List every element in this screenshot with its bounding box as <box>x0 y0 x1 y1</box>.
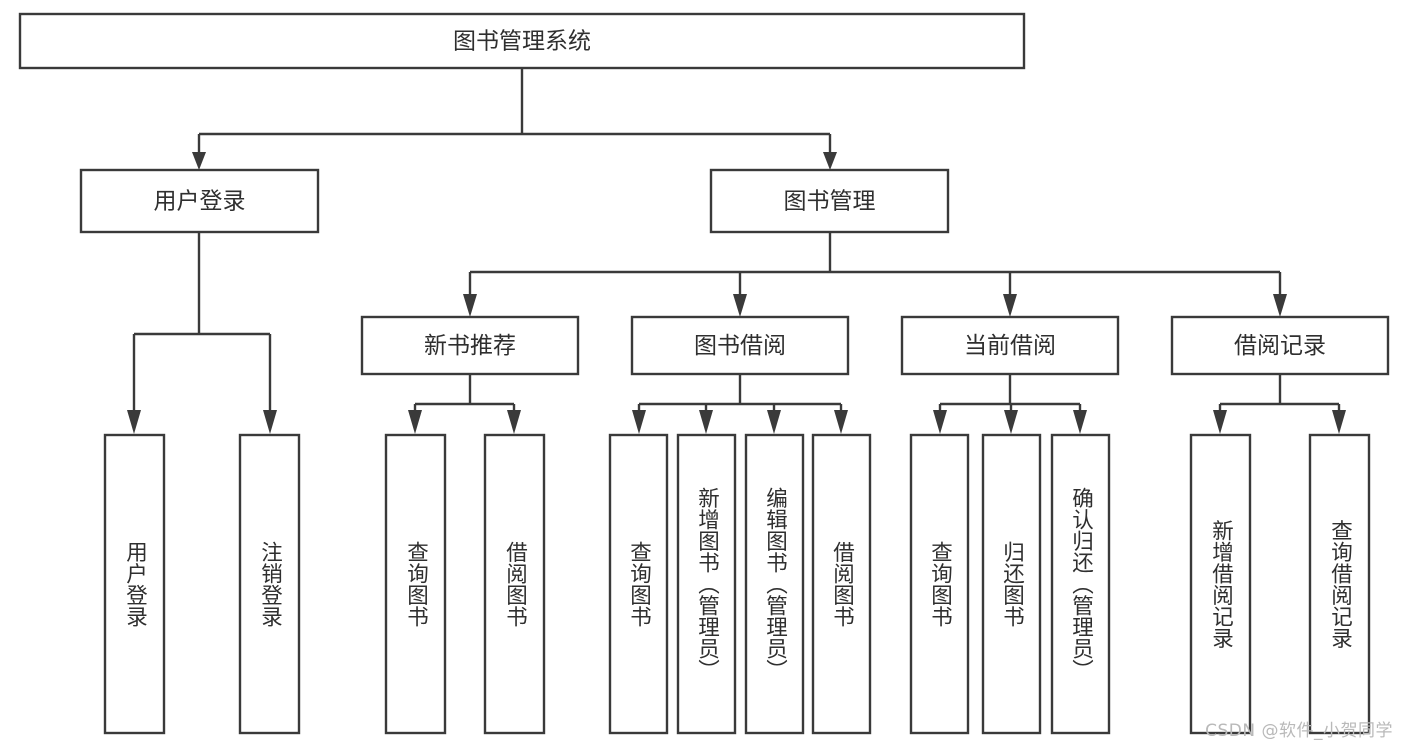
arrowhead-leaf-add-book <box>699 410 713 434</box>
connector-group-root <box>192 68 837 170</box>
node-leaf-add-borrow-record-label: 新增借阅记录 <box>1209 519 1234 649</box>
arrowhead-leaf-edit-book <box>767 410 781 434</box>
node-leaf-query-book-recommend-box[interactable] <box>384 433 447 735</box>
connector-group-user-login <box>127 232 277 434</box>
node-leaf-add-borrow-record-box[interactable] <box>1189 433 1252 735</box>
node-leaf-query-book-recommend[interactable]: 查询图书 <box>384 433 447 735</box>
connector-group-new-books <box>408 374 521 434</box>
connector-group-current-borrow <box>933 374 1087 434</box>
node-user-login-label: 用户登录 <box>154 189 246 215</box>
node-leaf-user-login[interactable]: 用户登录 <box>103 433 166 735</box>
node-leaf-borrow-book-recommend-box[interactable] <box>483 433 546 735</box>
node-leaf-query-book-borrow[interactable]: 查询图书 <box>608 433 669 735</box>
node-leaf-edit-book-admin[interactable]: 编辑图书（管理员） <box>744 433 805 735</box>
node-book-management-box[interactable] <box>709 168 950 234</box>
node-leaf-query-borrow-record-label: 查询借阅记录 <box>1328 519 1353 649</box>
node-leaf-user-login-label: 用户登录 <box>123 541 148 627</box>
node-leaf-borrow-book-recommend-label: 借阅图书 <box>503 541 528 628</box>
node-root[interactable]: 图书管理系统 <box>18 12 1026 70</box>
node-leaf-add-book-admin[interactable]: 新增图书（管理员） <box>676 433 737 735</box>
node-leaf-edit-book-admin-label: 编辑图书（管理员） <box>763 487 788 681</box>
node-leaf-return-book-box[interactable] <box>981 433 1042 735</box>
node-book-management[interactable]: 图书管理 <box>709 168 950 234</box>
node-leaf-add-borrow-record[interactable]: 新增借阅记录 <box>1189 433 1252 735</box>
connector-group-book-borrow <box>632 374 848 434</box>
node-new-book-recommend[interactable]: 新书推荐 <box>360 315 580 376</box>
arrowhead-leaf-logout <box>263 410 277 434</box>
arrowhead-current-borrow <box>1003 294 1017 317</box>
node-leaf-return-book-label: 归还图书 <box>1000 541 1025 628</box>
node-leaf-logout-label: 注销登录 <box>258 541 283 628</box>
arrowhead-leaf-query-book-a <box>408 410 422 434</box>
node-leaf-logout-box[interactable] <box>238 433 301 735</box>
node-book-borrow-label: 图书借阅 <box>694 333 786 359</box>
arrowhead-leaf-add-record <box>1213 410 1227 434</box>
arrowhead-leaf-query-book-b <box>632 410 646 434</box>
node-leaf-confirm-return-admin-box[interactable] <box>1050 433 1111 735</box>
node-new-book-recommend-box[interactable] <box>360 315 580 376</box>
node-borrow-record[interactable]: 借阅记录 <box>1170 315 1390 376</box>
node-leaf-query-book-current-box[interactable] <box>909 433 970 735</box>
arrowhead-borrow-record <box>1273 294 1287 317</box>
arrowhead-book-mgmt <box>823 152 837 170</box>
node-current-borrow[interactable]: 当前借阅 <box>900 315 1120 376</box>
node-leaf-logout[interactable]: 注销登录 <box>238 433 301 735</box>
arrowhead-leaf-query-record <box>1332 410 1346 434</box>
node-leaf-return-book[interactable]: 归还图书 <box>981 433 1042 735</box>
node-leaf-user-login-box[interactable] <box>103 433 166 735</box>
node-leaf-query-book-recommend-label: 查询图书 <box>404 541 429 628</box>
node-borrow-record-box[interactable] <box>1170 315 1390 376</box>
node-leaf-add-book-admin-label: 新增图书（管理员） <box>695 487 720 681</box>
node-book-borrow[interactable]: 图书借阅 <box>630 315 850 376</box>
csdn-watermark: CSDN @软件_小贺同学 <box>1205 721 1393 741</box>
node-book-management-label: 图书管理 <box>784 189 876 215</box>
node-leaf-query-borrow-record-box[interactable] <box>1308 433 1371 735</box>
node-user-login-box[interactable] <box>79 168 320 234</box>
node-book-borrow-box[interactable] <box>630 315 850 376</box>
node-leaf-borrow-book-recommend[interactable]: 借阅图书 <box>483 433 546 735</box>
node-leaf-query-borrow-record[interactable]: 查询借阅记录 <box>1308 433 1371 735</box>
connector-group-book-mgmt <box>463 232 1287 317</box>
node-current-borrow-box[interactable] <box>900 315 1120 376</box>
node-leaf-borrow-book[interactable]: 借阅图书 <box>811 433 872 735</box>
node-leaf-borrow-book-label: 借阅图书 <box>830 541 855 628</box>
node-leaf-query-book-borrow-label: 查询图书 <box>627 541 652 628</box>
arrowhead-user-login <box>192 152 206 170</box>
node-leaf-borrow-book-box[interactable] <box>811 433 872 735</box>
node-borrow-record-label: 借阅记录 <box>1234 333 1326 359</box>
arrowhead-leaf-query-book-c <box>933 410 947 434</box>
node-leaf-query-book-current[interactable]: 查询图书 <box>909 433 970 735</box>
node-leaf-query-book-borrow-box[interactable] <box>608 433 669 735</box>
arrowhead-leaf-confirm-return <box>1073 410 1087 434</box>
arrowhead-leaf-borrow-book-a <box>507 410 521 434</box>
node-leaf-add-book-admin-box[interactable] <box>676 433 737 735</box>
arrowhead-new-books <box>463 294 477 317</box>
arrowhead-leaf-return-book <box>1004 410 1018 434</box>
node-leaf-query-book-current-label: 查询图书 <box>928 541 953 628</box>
node-leaf-edit-book-admin-box[interactable] <box>744 433 805 735</box>
node-user-login[interactable]: 用户登录 <box>79 168 320 234</box>
node-leaf-confirm-return-admin-label: 确认归还（管理员） <box>1069 487 1094 681</box>
node-leaf-confirm-return-admin[interactable]: 确认归还（管理员） <box>1050 433 1111 735</box>
node-root-label: 图书管理系统 <box>453 29 591 55</box>
arrowhead-leaf-user-login <box>127 410 141 434</box>
node-new-book-recommend-label: 新书推荐 <box>424 333 516 359</box>
node-current-borrow-label: 当前借阅 <box>964 333 1056 359</box>
arrowhead-book-borrow <box>733 294 747 317</box>
arrowhead-leaf-borrow-book-b <box>834 410 848 434</box>
node-root-box[interactable] <box>18 12 1026 70</box>
connector-group-borrow-record <box>1213 374 1346 434</box>
